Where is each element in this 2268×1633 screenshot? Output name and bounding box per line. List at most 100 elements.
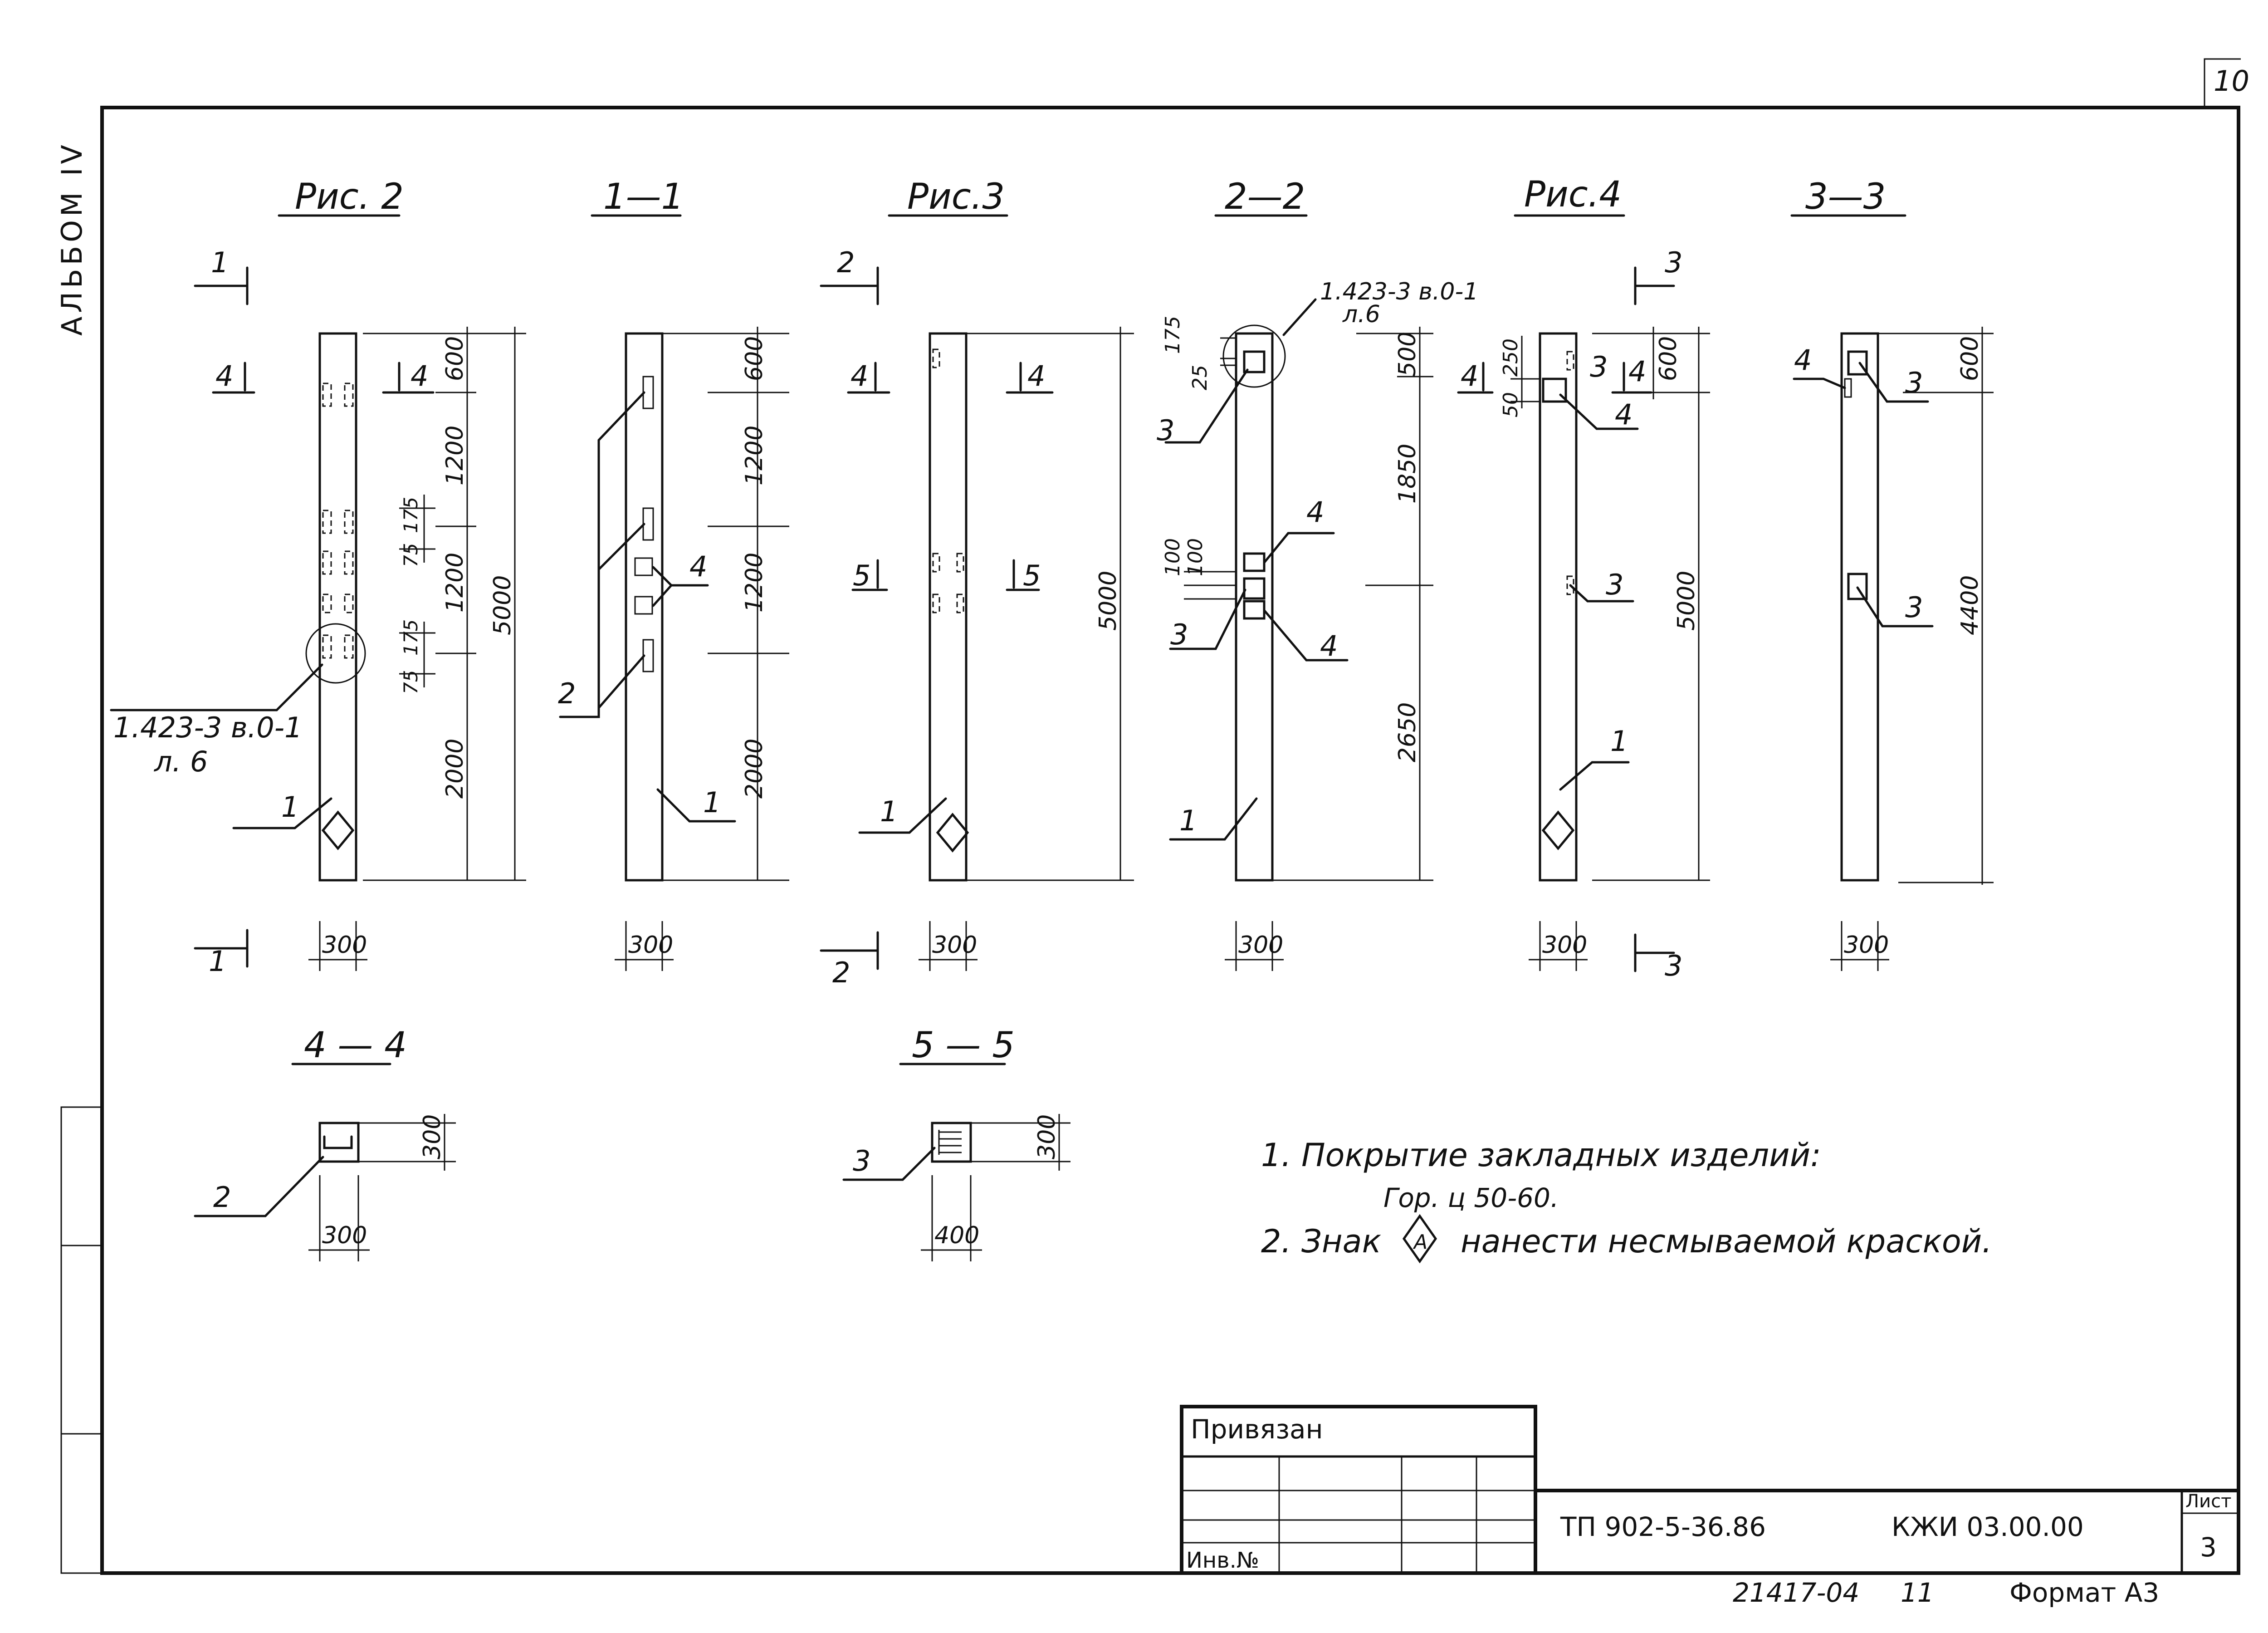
document-code: КЖИ 03.00.00	[1892, 1511, 2084, 1542]
cut-mark-1-top: 1	[211, 246, 229, 279]
callout-2: 2	[213, 1181, 231, 1214]
dim-75-b: 75	[400, 670, 422, 694]
dim-600: 600	[441, 336, 469, 381]
dim-width-300: 300	[322, 932, 367, 959]
footer-page: 11	[1901, 1577, 1934, 1608]
note-2-text: нанести несмываемой краской.	[1461, 1223, 1992, 1260]
dim-5000: 5000	[1673, 571, 1700, 631]
cut-mark-2-bottom: 2	[832, 956, 850, 989]
callout-1: 1	[880, 795, 898, 828]
callout-3: 3	[1606, 568, 1623, 601]
dim-5000: 5000	[489, 575, 516, 635]
dim-width-300: 300	[628, 932, 673, 959]
note-1-detail: Гор. ц 50-60.	[1383, 1182, 1559, 1213]
dim-2000: 2000	[741, 739, 768, 799]
dim-width-300: 300	[1844, 932, 1889, 959]
dim-50: 50	[1499, 392, 1522, 417]
dim-1850: 1850	[1394, 444, 1421, 504]
ref-sheet: л. 6	[154, 745, 208, 778]
cut-mark-5-right: 5	[1023, 559, 1041, 592]
column-fig4	[1539, 332, 1578, 882]
section-3-3: 3—3 600 4400 300 4 3 3	[1790, 177, 1994, 971]
column-1-1	[625, 332, 664, 882]
dim-1200-b: 1200	[741, 553, 768, 613]
dim-5000: 5000	[1095, 571, 1122, 631]
dim-2650: 2650	[1394, 702, 1421, 762]
dim-75-a: 75	[400, 543, 422, 567]
cut-mark-4-left: 4	[850, 359, 868, 392]
callout-1: 1	[1179, 804, 1197, 837]
dim-1200-b: 1200	[441, 553, 469, 613]
callout-1: 1	[703, 786, 721, 819]
callout-3: 3	[1905, 591, 1923, 624]
section-2-2-title: 2—2	[1225, 177, 1305, 217]
section-5-5-title: 5 — 5	[912, 1025, 1015, 1066]
dim-100-b: 100	[1184, 538, 1207, 576]
project-code: ТП 902-5-36.86	[1560, 1511, 1766, 1542]
dim-1200-a: 1200	[741, 426, 768, 485]
notes: 1. Покрытие закладных изделий: Гор. ц 50…	[1261, 1137, 1992, 1264]
dim-width-300: 300	[1238, 932, 1283, 959]
dim-25: 25	[1188, 365, 1212, 390]
column-fig2	[318, 332, 357, 882]
callout-4: 4	[1794, 343, 1812, 377]
dim-width-400: 400	[934, 1222, 979, 1249]
cut-mark-4-left: 4	[1461, 359, 1478, 392]
cut-mark-1-bottom: 1	[209, 945, 226, 978]
cut-mark-4-right: 4	[1027, 359, 1045, 392]
marking-diamond-icon	[1402, 1214, 1437, 1264]
cut-mark-5-left: 5	[853, 559, 870, 592]
callout-3: 3	[1170, 618, 1188, 651]
dim-500: 500	[1394, 332, 1421, 377]
section-2-2: 2—2 1.423-3 в.0-1 л.6 175 25 100 100 500…	[1157, 177, 1478, 971]
section-5-5: 5 — 5 300 400 3	[842, 1025, 1070, 1261]
section-1-1: 1—1 600 1200 1200 2000 300 2 4 1	[558, 177, 789, 971]
dim-2000: 2000	[441, 739, 469, 799]
callout-3-top: 3	[1157, 414, 1174, 447]
cut-mark-4-right: 4	[411, 359, 428, 392]
dim-600: 600	[1956, 336, 1984, 381]
dim-600: 600	[1655, 336, 1682, 381]
album-label: АЛЬБОМ IV	[55, 141, 88, 336]
section-1-1-title: 1—1	[603, 177, 684, 217]
dim-175: 175	[1161, 316, 1184, 354]
marking-diamond-icon	[936, 813, 969, 853]
dim-600: 600	[741, 336, 768, 381]
note-1: 1. Покрытие закладных изделий:	[1261, 1137, 1821, 1174]
figure-3-title: Рис.3	[907, 177, 1005, 217]
column-fig3	[929, 332, 968, 882]
footer-number: 21417-04	[1733, 1577, 1859, 1608]
cut-mark-3-bottom: 3	[1665, 949, 1682, 982]
marking-letter: А	[1413, 1231, 1427, 1254]
note-2-prefix: 2. Знак	[1261, 1223, 1381, 1260]
section-4-4: 4 — 4 300 300 2	[194, 1025, 456, 1261]
callout-4: 4	[689, 550, 707, 583]
dim-height-300: 300	[1033, 1114, 1061, 1159]
dim-width-300: 300	[322, 1222, 367, 1249]
sheet-frame: 10 АЛЬБОМ IV	[55, 58, 2249, 1575]
figure-3: Рис.3 2 2 4 4 5 5 5000 300 1	[820, 177, 1134, 989]
column-3-3	[1840, 332, 1879, 882]
callout-1: 1	[1610, 725, 1628, 758]
ref-series: 1.423-3 в.0-1	[1320, 278, 1478, 305]
dim-width-300: 300	[1542, 932, 1587, 959]
marking-diamond-icon	[321, 810, 355, 850]
dim-1200-a: 1200	[441, 426, 469, 485]
callout-4-b: 4	[1320, 629, 1338, 662]
tied-label: Привязан	[1191, 1414, 1323, 1445]
ref-series: 1.423-3 в.0-1	[113, 711, 303, 744]
figure-4-title: Рис.4	[1524, 174, 1622, 215]
format-label: Формат А3	[2009, 1577, 2159, 1608]
figure-2: Рис. 2 1 1 4 4	[110, 177, 526, 978]
cut-mark-2-top: 2	[837, 246, 855, 279]
dim-175-a: 175	[400, 497, 422, 533]
callout-3: 3	[853, 1144, 870, 1177]
cut-mark-4-left: 4	[215, 359, 233, 392]
cut-mark-4-right: 4	[1628, 355, 1646, 388]
title-block: Привязан Инв.№ ТП 902-5-36.86 КЖИ 03.00.…	[1180, 1405, 2239, 1608]
dim-height-300: 300	[419, 1114, 446, 1159]
ref-sheet: л.6	[1342, 301, 1380, 328]
callout-3-top: 3	[1590, 350, 1608, 383]
dim-4400: 4400	[1956, 575, 1984, 635]
